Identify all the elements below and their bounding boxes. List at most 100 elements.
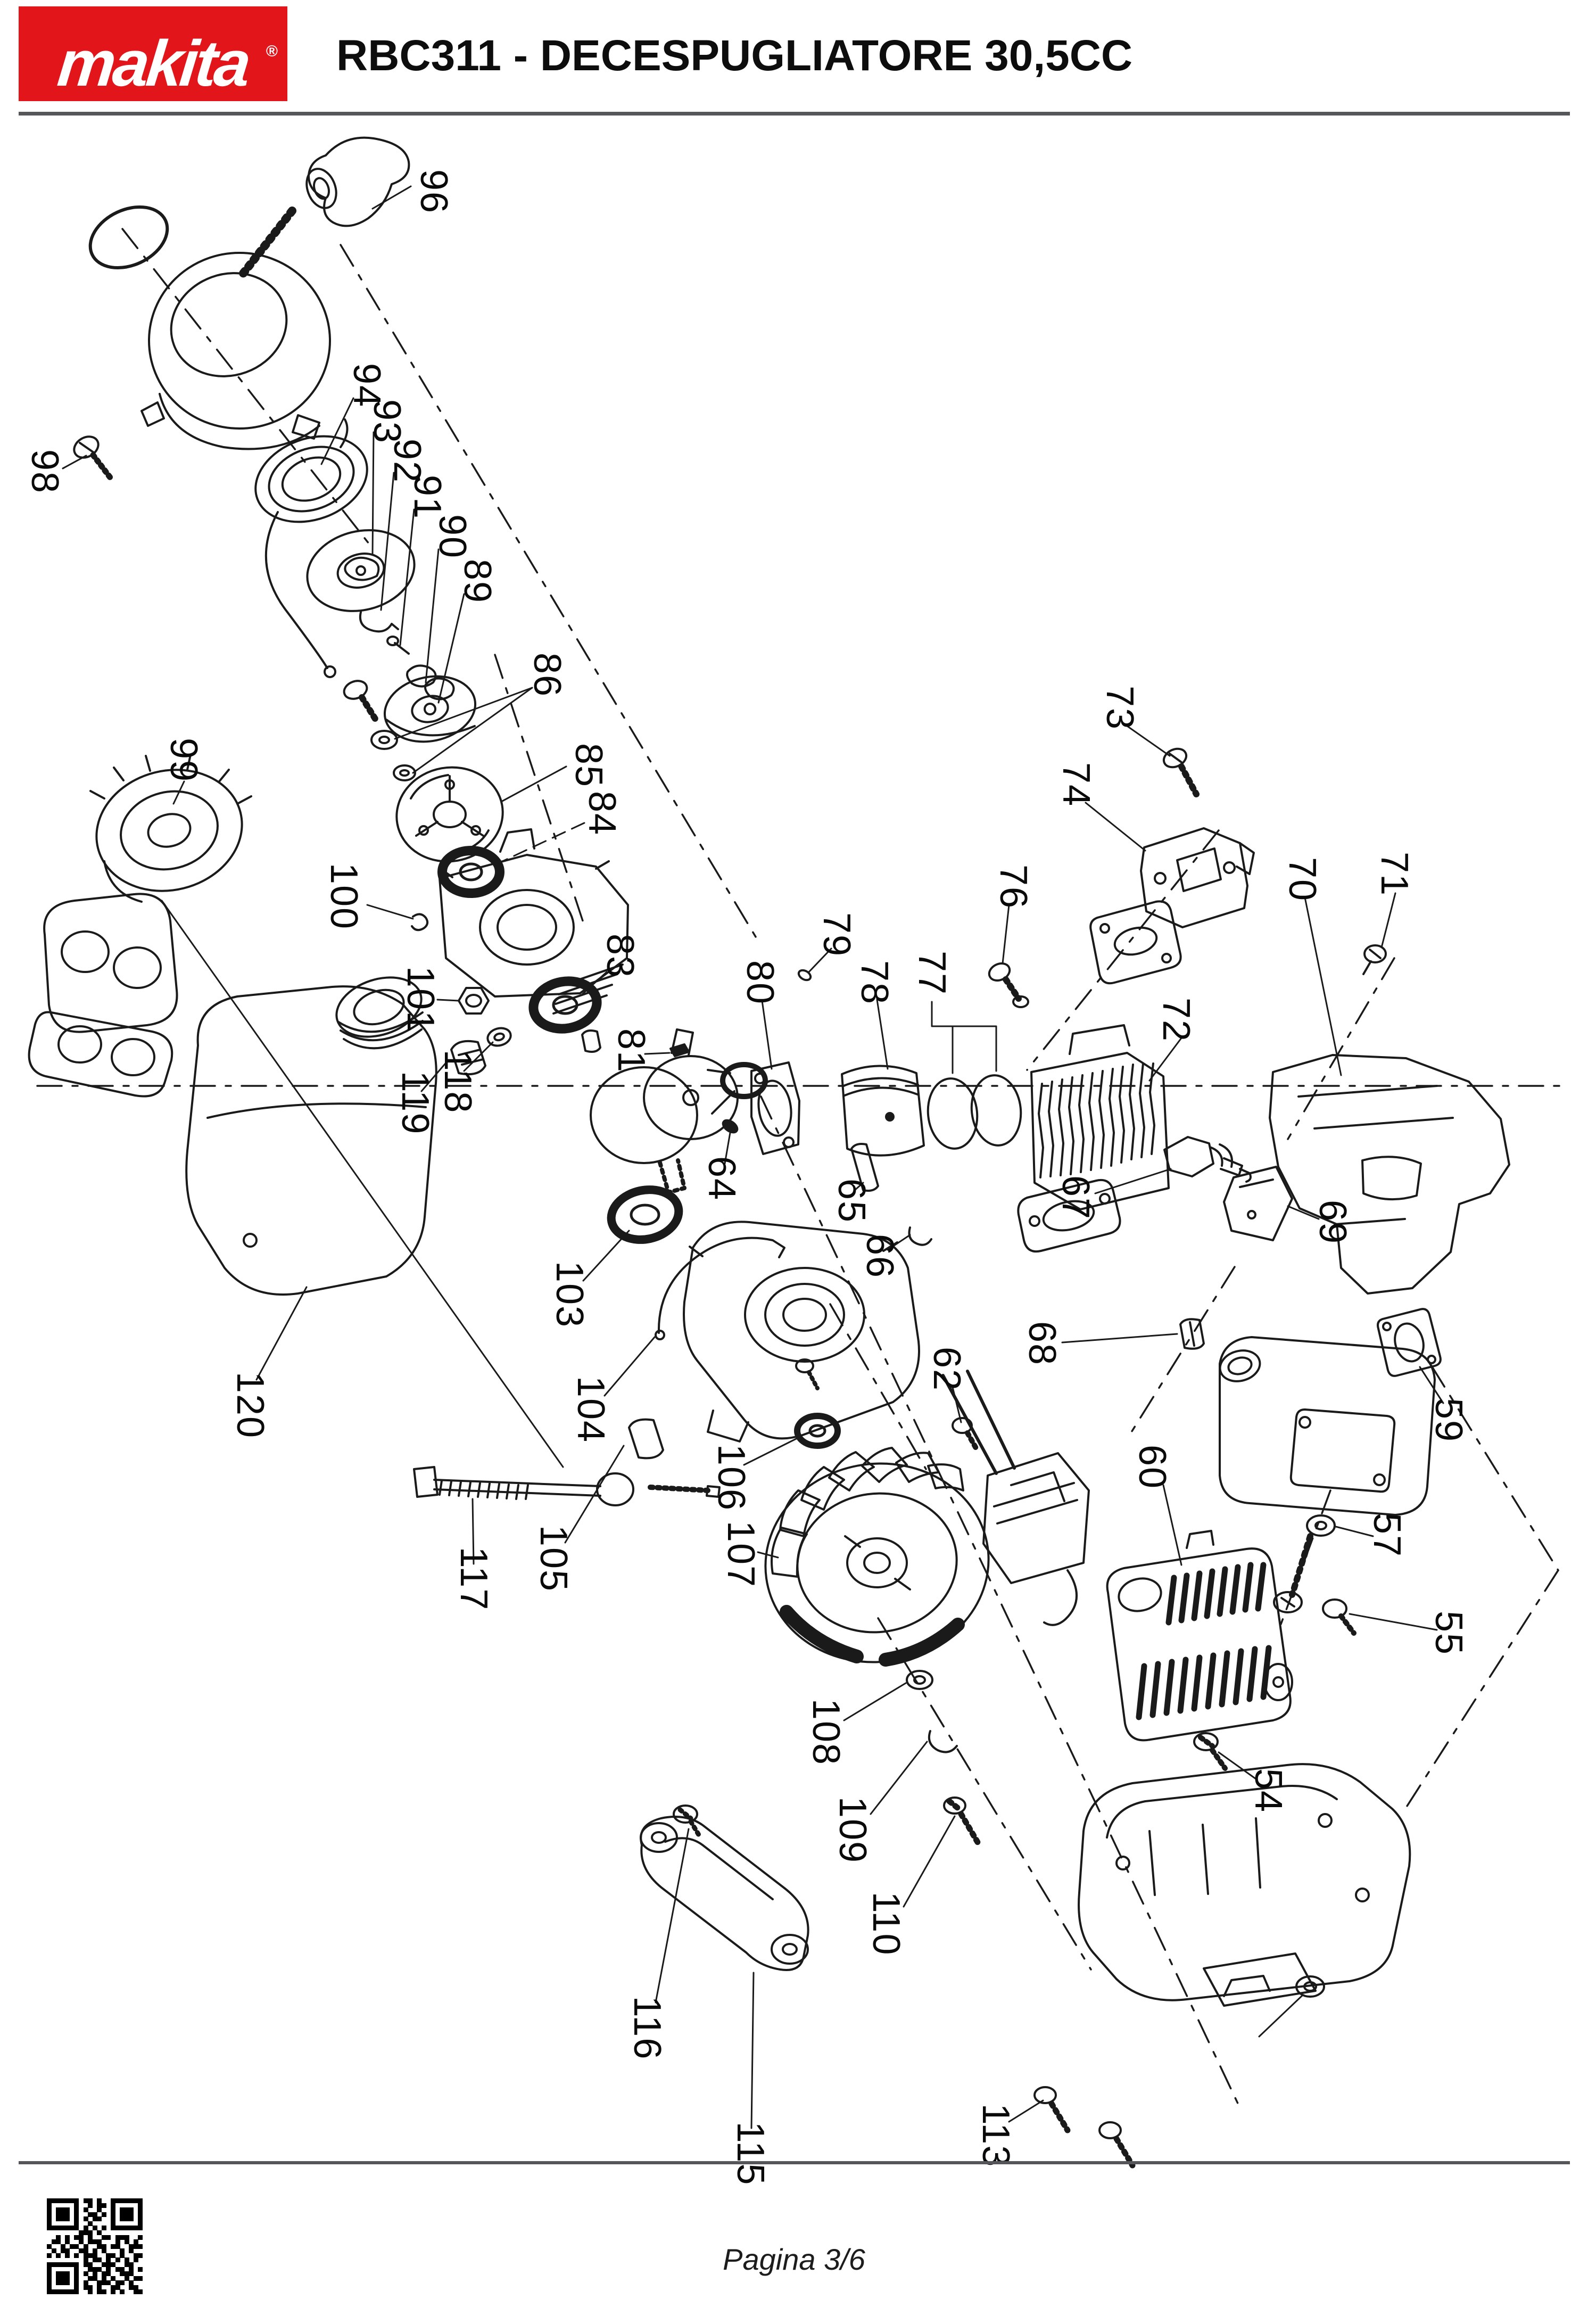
part-clip-104 — [657, 1237, 785, 1334]
page-title: RBC311 - DECESPUGLIATORE 30,5CC — [336, 31, 1133, 80]
part-engine-housing — [1033, 1763, 1411, 2169]
part-drive-shaft — [413, 1466, 721, 1506]
page-indicator: Pagina 3/6 — [723, 2243, 865, 2276]
part-spark-plug — [1163, 1136, 1252, 1183]
part-clamp-bracket — [28, 893, 178, 1098]
part-callout-96: 96 — [412, 169, 455, 215]
part-callout-64: 64 — [700, 1156, 743, 1201]
part-gasket-80 — [750, 1061, 800, 1155]
part-crankcase-cover — [607, 1185, 920, 1460]
part-screw-73 — [1162, 747, 1200, 797]
part-callout-59: 59 — [1427, 1397, 1470, 1443]
part-clip-66 — [908, 1226, 932, 1246]
part-knob-99 — [89, 754, 252, 903]
part-clip-79 — [797, 969, 812, 982]
part-cylinder — [1017, 1024, 1170, 1252]
part-callout-110: 110 — [865, 1891, 907, 1956]
part-callout-79: 79 — [815, 912, 858, 958]
footer-rule — [19, 2161, 1570, 2164]
part-muffler-cover — [1106, 1530, 1293, 1771]
part-clutch-85 — [395, 766, 504, 863]
header-rule — [19, 112, 1570, 116]
part-callout-120: 120 — [229, 1371, 271, 1439]
part-rewind-spring — [254, 418, 368, 678]
part-callout-70: 70 — [1281, 856, 1324, 902]
part-callout-113: 113 — [974, 2103, 1017, 2168]
part-callout-54: 54 — [1247, 1768, 1289, 1814]
part-callout-109: 109 — [831, 1796, 874, 1864]
part-callout-101: 101 — [399, 966, 442, 1034]
registered-trademark-icon: ® — [266, 43, 278, 60]
part-callout-85: 85 — [567, 743, 610, 788]
part-fasteners-108-110 — [906, 1670, 982, 1848]
part-bearing-103 — [607, 1185, 683, 1244]
part-screw-55 — [1322, 1598, 1347, 1619]
part-handle-bracket — [640, 1804, 809, 1971]
part-callout-77: 77 — [911, 950, 953, 996]
part-cylinder-cover — [1223, 944, 1510, 1295]
part-callout-72: 72 — [1155, 997, 1197, 1043]
connection-lines — [161, 900, 564, 1468]
part-piston-pin-65 — [850, 1143, 879, 1192]
part-callout-105: 105 — [532, 1524, 575, 1593]
part-callout-91: 91 — [406, 474, 449, 520]
part-screw-113a — [1033, 2086, 1057, 2104]
part-plate — [1203, 1952, 1317, 2007]
part-ignition-coil — [941, 1370, 1090, 1626]
part-callout-93: 93 — [366, 399, 408, 444]
part-callout-103: 103 — [548, 1260, 591, 1329]
part-callout-107: 107 — [719, 1520, 762, 1588]
part-callout-73: 73 — [1098, 685, 1141, 731]
part-callout-98: 98 — [23, 449, 66, 495]
makita-logo: makita ® — [19, 6, 287, 101]
part-screw-113b — [1098, 2121, 1122, 2139]
part-washer-57 — [1306, 1514, 1336, 1537]
part-callout-71: 71 — [1373, 851, 1416, 897]
part-screw-116 — [673, 1804, 698, 1824]
part-callout-57: 57 — [1366, 1512, 1408, 1558]
part-key-64 — [722, 1119, 739, 1134]
part-callout-90: 90 — [431, 514, 474, 559]
part-callout-89: 89 — [456, 558, 499, 604]
part-callout-80: 80 — [739, 960, 781, 1006]
part-callout-81: 81 — [610, 1028, 652, 1074]
part-bearing-83 — [528, 976, 690, 1057]
part-washer-106 — [794, 1358, 841, 1449]
part-intake-insulator — [1089, 827, 1255, 985]
part-ring-77a — [927, 1077, 979, 1150]
part-screw-76 — [988, 962, 1029, 1008]
part-nut — [1295, 1975, 1325, 1998]
qr-code — [47, 2198, 143, 2295]
part-69 — [1223, 1166, 1293, 1241]
part-callout-78: 78 — [853, 960, 896, 1006]
part-callout-116: 116 — [626, 1996, 668, 2061]
part-callout-55: 55 — [1427, 1610, 1470, 1656]
part-callout-74: 74 — [1055, 762, 1097, 807]
part-starter-pawl-set — [359, 611, 477, 743]
part-callout-115: 115 — [729, 2121, 772, 2186]
axis-lines — [36, 228, 1571, 2109]
part-screw-54 — [1193, 1732, 1219, 1751]
part-bolt-62 — [952, 1417, 973, 1434]
part-screw-98 — [73, 435, 113, 481]
part-callout-60: 60 — [1131, 1444, 1173, 1490]
part-callout-119: 119 — [394, 1070, 436, 1135]
part-gasket-59 — [1377, 1308, 1442, 1377]
part-callout-69: 69 — [1311, 1199, 1354, 1245]
part-piston — [797, 969, 1022, 1246]
part-screw-71 — [1363, 944, 1387, 963]
part-callout-76: 76 — [992, 864, 1035, 910]
part-screw-washers-86 — [343, 680, 416, 781]
part-callout-99: 99 — [162, 737, 205, 783]
part-callout-117: 117 — [452, 1546, 495, 1611]
part-callout-84: 84 — [581, 790, 623, 836]
part-starter-pulley — [306, 529, 416, 612]
part-plug-105 — [628, 1418, 664, 1460]
part-starter-housing — [88, 205, 331, 450]
part-callout-104: 104 — [569, 1375, 612, 1444]
part-fuel-tank — [185, 976, 437, 1296]
part-callout-108: 108 — [805, 1698, 847, 1766]
part-callout-83: 83 — [599, 933, 641, 979]
part-callout-68: 68 — [1021, 1321, 1063, 1366]
